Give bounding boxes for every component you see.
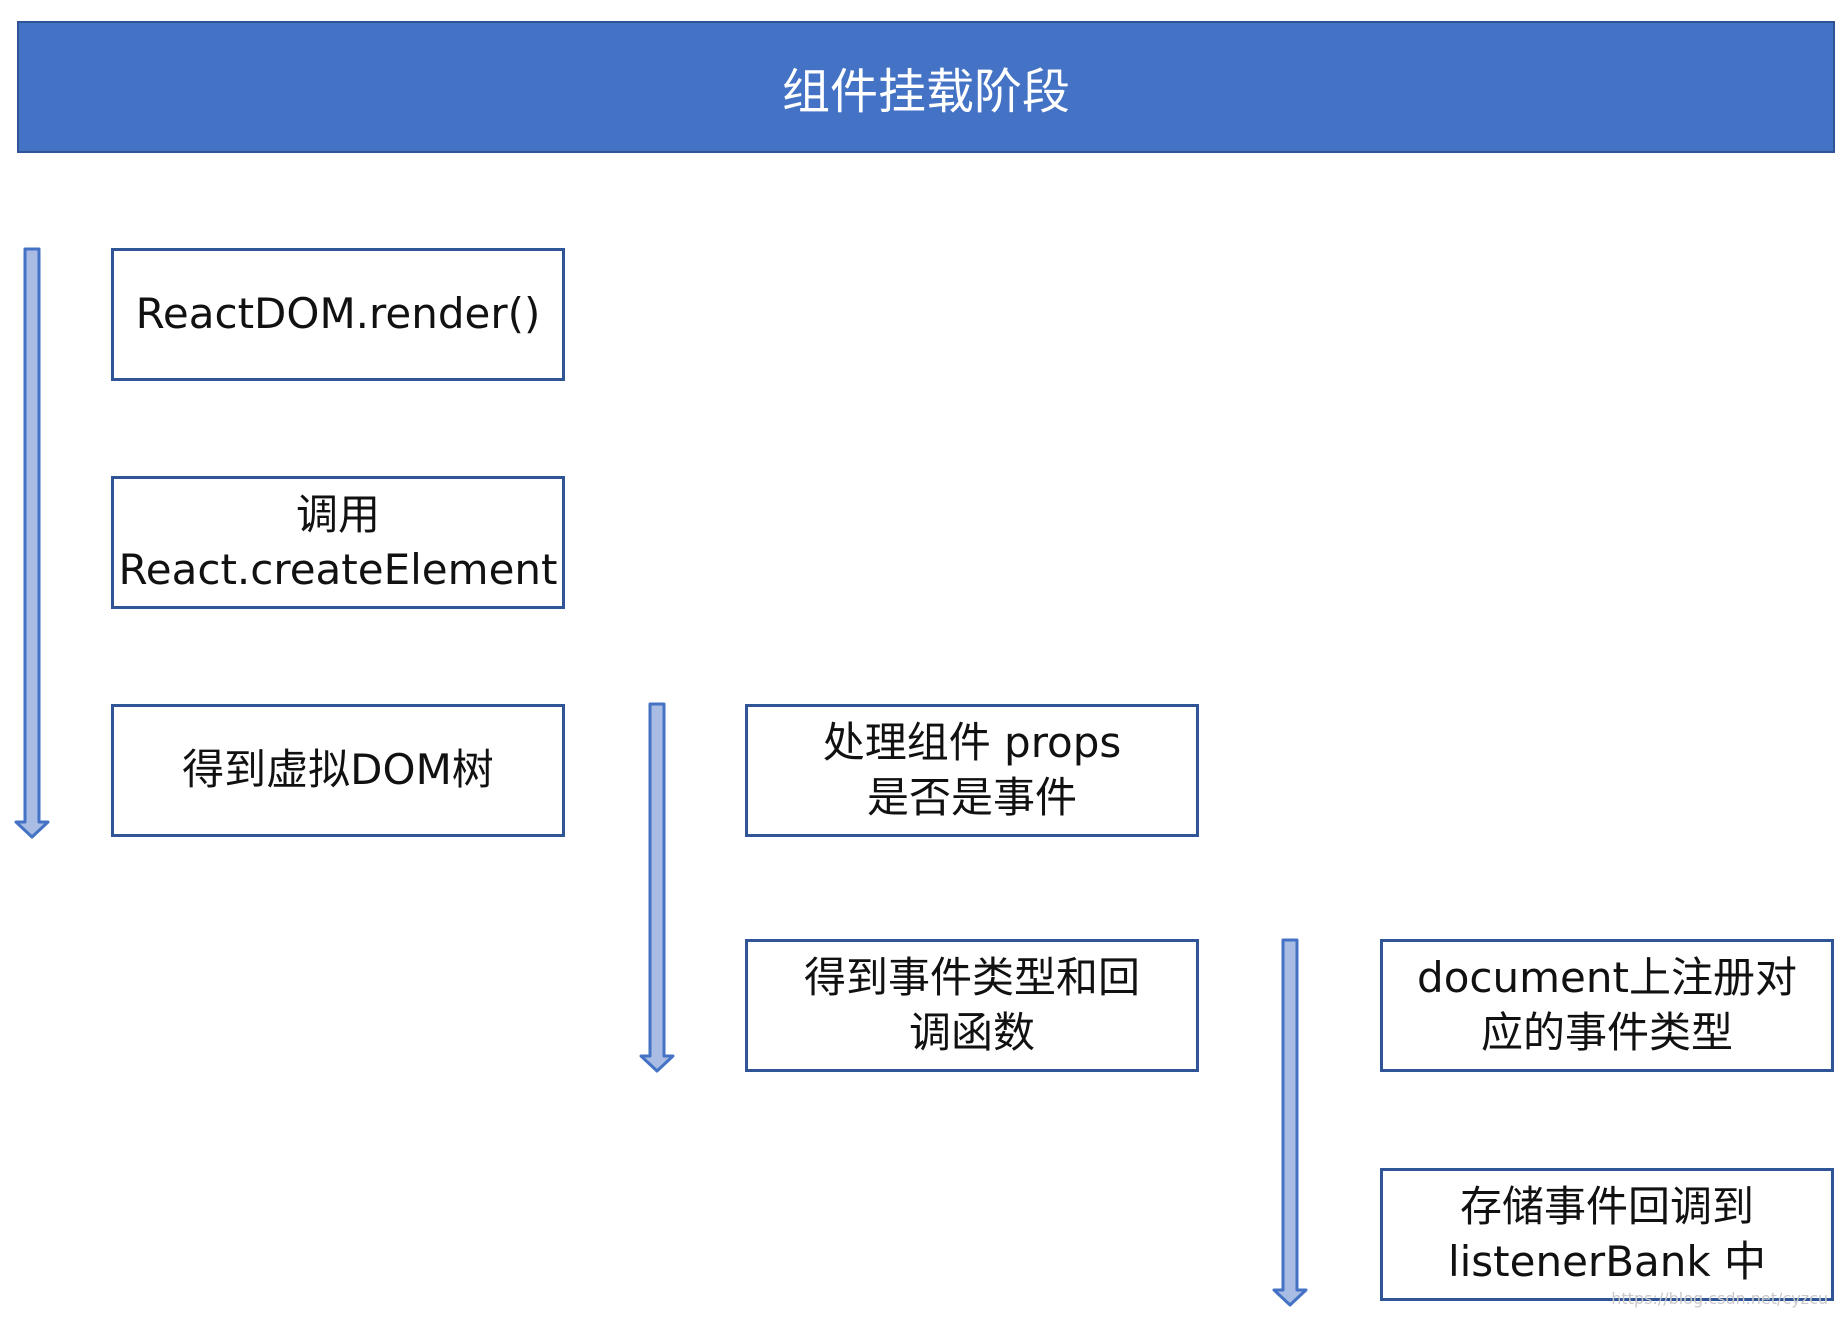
flow-arrow-column-1 [14, 247, 50, 839]
step-text-line: React.createElement [118, 544, 558, 594]
step-text-line: ReactDOM.render() [135, 289, 541, 339]
step-text-line: document上注册对 [1417, 952, 1797, 1002]
step-process-props: 处理组件 props 是否是事件 [745, 704, 1199, 837]
watermark: https://blog.csdn.net/cyzcu [1611, 1289, 1828, 1308]
step-text-line: listenerBank 中 [1447, 1236, 1767, 1286]
step-text-line: 调用 [295, 489, 380, 539]
phase-title: 组件挂载阶段 [781, 64, 1070, 120]
flow-arrow-column-2 [639, 702, 675, 1073]
flow-arrow-column-3 [1272, 938, 1308, 1307]
step-call-create-element: 调用 React.createElement [111, 476, 565, 609]
step-event-type-callback: 得到事件类型和回 调函数 [745, 939, 1199, 1072]
phase-title-banner: 组件挂载阶段 [17, 21, 1835, 153]
step-register-on-document: document上注册对 应的事件类型 [1380, 939, 1834, 1072]
step-text-line: 存储事件回调到 [1459, 1181, 1754, 1231]
step-virtual-dom-tree: 得到虚拟DOM树 [111, 704, 565, 837]
step-text-line: 应的事件类型 [1480, 1007, 1733, 1057]
step-text-line: 得到虚拟DOM树 [182, 745, 494, 795]
step-store-listener-bank: 存储事件回调到 listenerBank 中 [1380, 1168, 1834, 1301]
step-reactdom-render: ReactDOM.render() [111, 248, 565, 381]
step-text-line: 得到事件类型和回 [803, 952, 1140, 1002]
step-text-line: 处理组件 props [822, 717, 1122, 767]
step-text-line: 是否是事件 [866, 772, 1077, 822]
step-text-line: 调函数 [908, 1007, 1035, 1057]
